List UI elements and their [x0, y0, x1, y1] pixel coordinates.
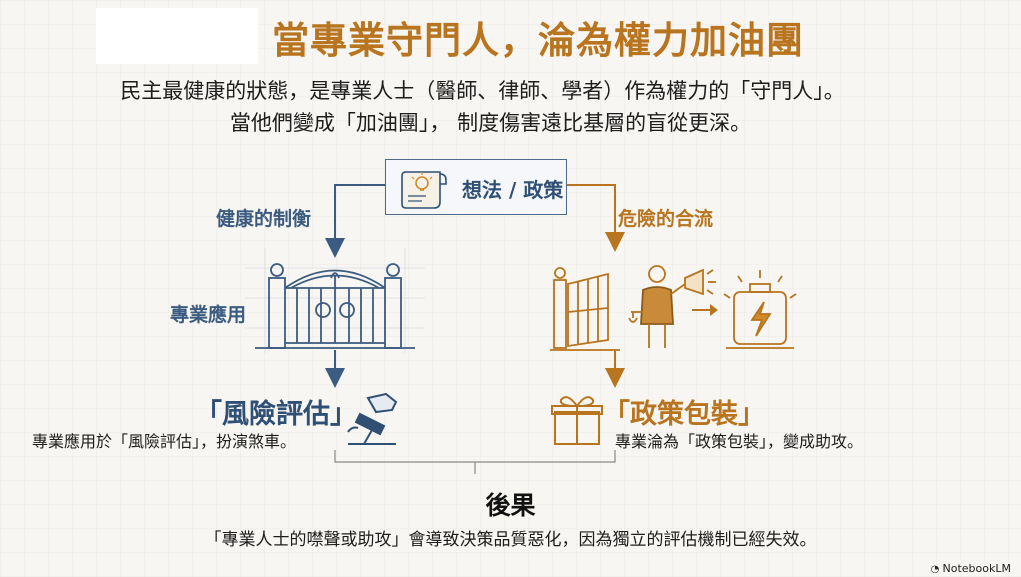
consequence-title: 後果 [485, 491, 536, 520]
gift-box-icon [551, 396, 603, 445]
left-branch-arrow [325, 184, 385, 258]
intro-line-2: 當他們變成「加油團」， 制度傷害遠比基層的盲從更深。 [229, 111, 752, 135]
intro-line-1: 民主最健康的狀態，是專業人士（醫師、律師、學者）作為權力的「守門人」。 [120, 79, 845, 103]
blank-box [96, 8, 258, 64]
idea-label: 想法 / 政策 [462, 178, 564, 202]
battery-alarm-icon [723, 270, 797, 349]
brake-pedal-icon [347, 392, 398, 445]
scroll-lightbulb-icon [401, 171, 447, 209]
right-branch-arrow [567, 184, 625, 252]
open-gate-icon [550, 267, 620, 351]
notebooklm-logo-icon: ◔ [930, 564, 943, 575]
risk-assessment-title: 「風險評估」 [195, 399, 357, 430]
page-title: 當專業守門人，淪為權力加油團 [272, 19, 804, 62]
policy-packaging-title: 「政策包裝」 [603, 399, 765, 430]
idea-policy-box: 想法 / 政策 [385, 159, 567, 215]
professional-megaphone-icon [628, 265, 716, 348]
healthy-check-label: 健康的制衡 [216, 208, 312, 230]
brand-footer: ◔ NotebookLM [931, 562, 1011, 575]
gate-icon [245, 248, 425, 353]
dangerous-merge-label: 危險的合流 [618, 208, 714, 230]
right-arrow-icon [692, 304, 718, 316]
consequence-text: 「專業人士的噤聲或助攻」會導致決策品質惡化，因為獨立的評估機制已經失效。 [204, 530, 817, 550]
consequence-bracket [334, 450, 616, 463]
brand-label: NotebookLM [942, 562, 1011, 575]
professional-application-label: 專業應用 [170, 304, 247, 326]
right-description: 專業淪為「政策包裝」，變成助攻。 [615, 432, 864, 451]
left-description: 專業應用於「風險評估」，扮演煞車。 [32, 432, 297, 451]
